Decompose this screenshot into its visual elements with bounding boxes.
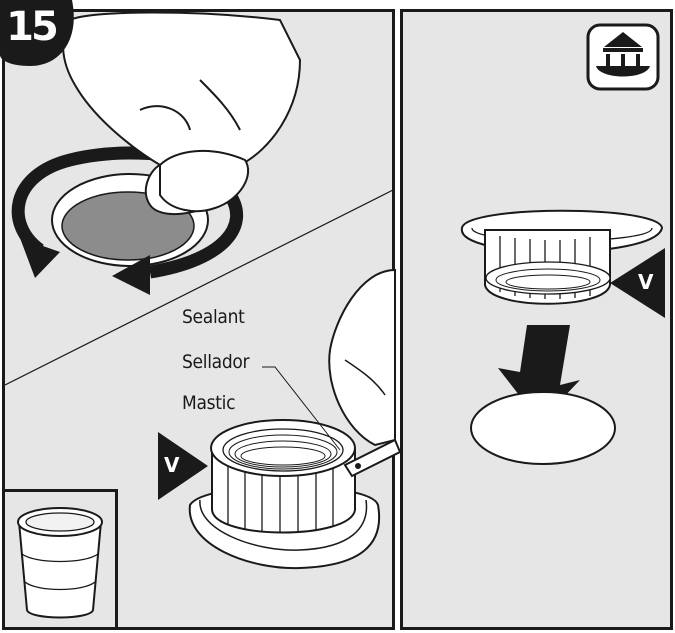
right-v-label: V [638, 270, 653, 294]
install-scene [462, 211, 662, 464]
sealant-cup-icon [5, 492, 115, 627]
label-sealant: Sealant [182, 306, 245, 328]
label-sellador: Sellador [182, 351, 249, 373]
label-mastic: Mastic [182, 392, 235, 414]
step-number: 15 [0, 4, 62, 50]
boat-shelf-icon [588, 25, 658, 89]
target-hole [471, 392, 615, 464]
sealant-container-inset [2, 489, 118, 630]
hand-with-applicator [329, 270, 395, 445]
left-v-label: V [164, 453, 179, 477]
step-badge-container: 15 [0, 0, 72, 66]
